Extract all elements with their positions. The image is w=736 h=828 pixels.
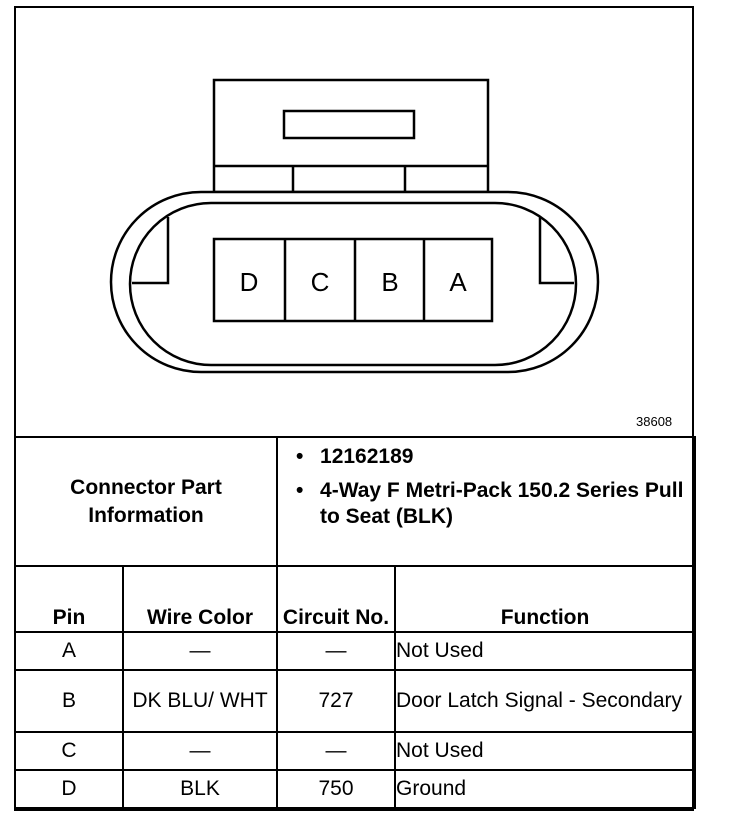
header-function: Function	[394, 565, 697, 633]
circuit-no-cell: 727	[276, 669, 397, 733]
pin-cell: C	[14, 731, 124, 771]
function-cell: Ground	[394, 769, 697, 809]
part-info-details: • 12162189 • 4-Way F Metri-Pack 150.2 Seri…	[276, 436, 697, 567]
table-header-row: Pin Wire Color Circuit No. Function	[14, 565, 697, 633]
header-pin: Pin	[14, 565, 124, 633]
table-row: D BLK 750 Ground	[14, 769, 697, 809]
circuit-no-cell: —	[276, 731, 397, 771]
diagram-frame	[14, 6, 694, 811]
pin-cell: A	[14, 631, 124, 671]
pin-cell: D	[14, 769, 124, 809]
pin-label-d: D	[240, 267, 259, 297]
figure-id: 38608	[636, 414, 673, 429]
right-key	[538, 217, 574, 285]
left-key	[132, 217, 170, 285]
connector-table: Connector Part Information • 12162189 • 4-…	[13, 436, 697, 809]
pin-label-c: C	[311, 267, 330, 297]
bullet-icon: •	[296, 479, 304, 502]
pin-cell: B	[14, 669, 124, 733]
circuit-no-cell: 750	[276, 769, 397, 809]
table-row: B DK BLU/ WHT 727 Door Latch Signal - Se…	[14, 669, 697, 733]
part-description: 4-Way F Metri-Pack 150.2 Series Pull to …	[320, 479, 684, 528]
part-info-label: Connector Part Information	[13, 436, 279, 567]
part-description-item: • 4-Way F Metri-Pack 150.2 Series Pull to…	[296, 478, 694, 530]
part-info-row: Connector Part Information • 12162189 • 4-…	[13, 436, 697, 567]
function-cell: Not Used	[394, 731, 697, 771]
part-number: 12162189	[320, 445, 414, 468]
wire-color-cell: —	[121, 731, 279, 771]
header-wire-color: Wire Color	[121, 565, 279, 633]
wire-color-cell: DK BLU/ WHT	[121, 669, 279, 733]
latch-slot	[282, 109, 416, 140]
table-row: A — — Not Used	[14, 631, 697, 671]
bullet-icon: •	[296, 445, 304, 468]
pin-cavity-block	[212, 237, 494, 323]
connector-drawing: D C B A	[109, 78, 600, 374]
wire-color-cell: —	[121, 631, 279, 671]
header-circuit-no: Circuit No.	[276, 565, 397, 633]
pin-label-b: B	[381, 267, 398, 297]
function-cell: Not Used	[394, 631, 697, 671]
wire-color-cell: BLK	[121, 769, 279, 809]
function-cell: Door Latch Signal - Secondary	[394, 669, 697, 733]
circuit-no-cell: —	[276, 631, 397, 671]
part-number-item: • 12162189	[296, 444, 694, 470]
table-row: C — — Not Used	[14, 731, 697, 771]
pin-label-a: A	[449, 267, 467, 297]
